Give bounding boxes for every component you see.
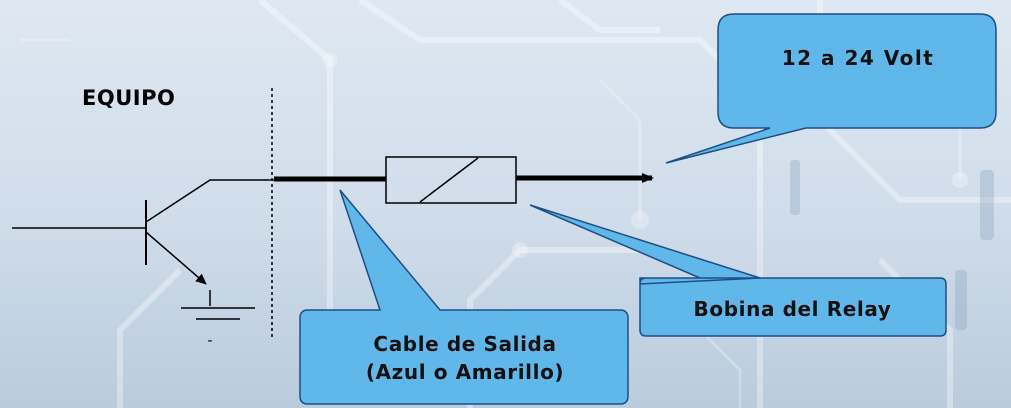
cable-callout-line1: Cable de Salida [373, 332, 557, 356]
cable-callout-text: Cable de Salida (Azul o Amarillo) [300, 330, 630, 386]
voltage-callout-bubble [665, 13, 997, 164]
relay-callout-text: Bobina del Relay [693, 297, 892, 321]
relay-callout-bubble [529, 204, 947, 337]
equipment-label: EQUIPO [82, 86, 176, 110]
cable-callout-bubble [299, 189, 629, 405]
transistor-symbol [12, 179, 276, 320]
relay-coil-symbol [385, 156, 517, 204]
transistor-collector-lead [145, 179, 276, 223]
transistor-emitter-arrow [145, 231, 207, 285]
cable-callout-line2: (Azul o Amarillo) [365, 360, 565, 384]
ground-minus-label: - [207, 333, 212, 349]
voltage-callout-text: 12 a 24 Volt [781, 46, 935, 70]
